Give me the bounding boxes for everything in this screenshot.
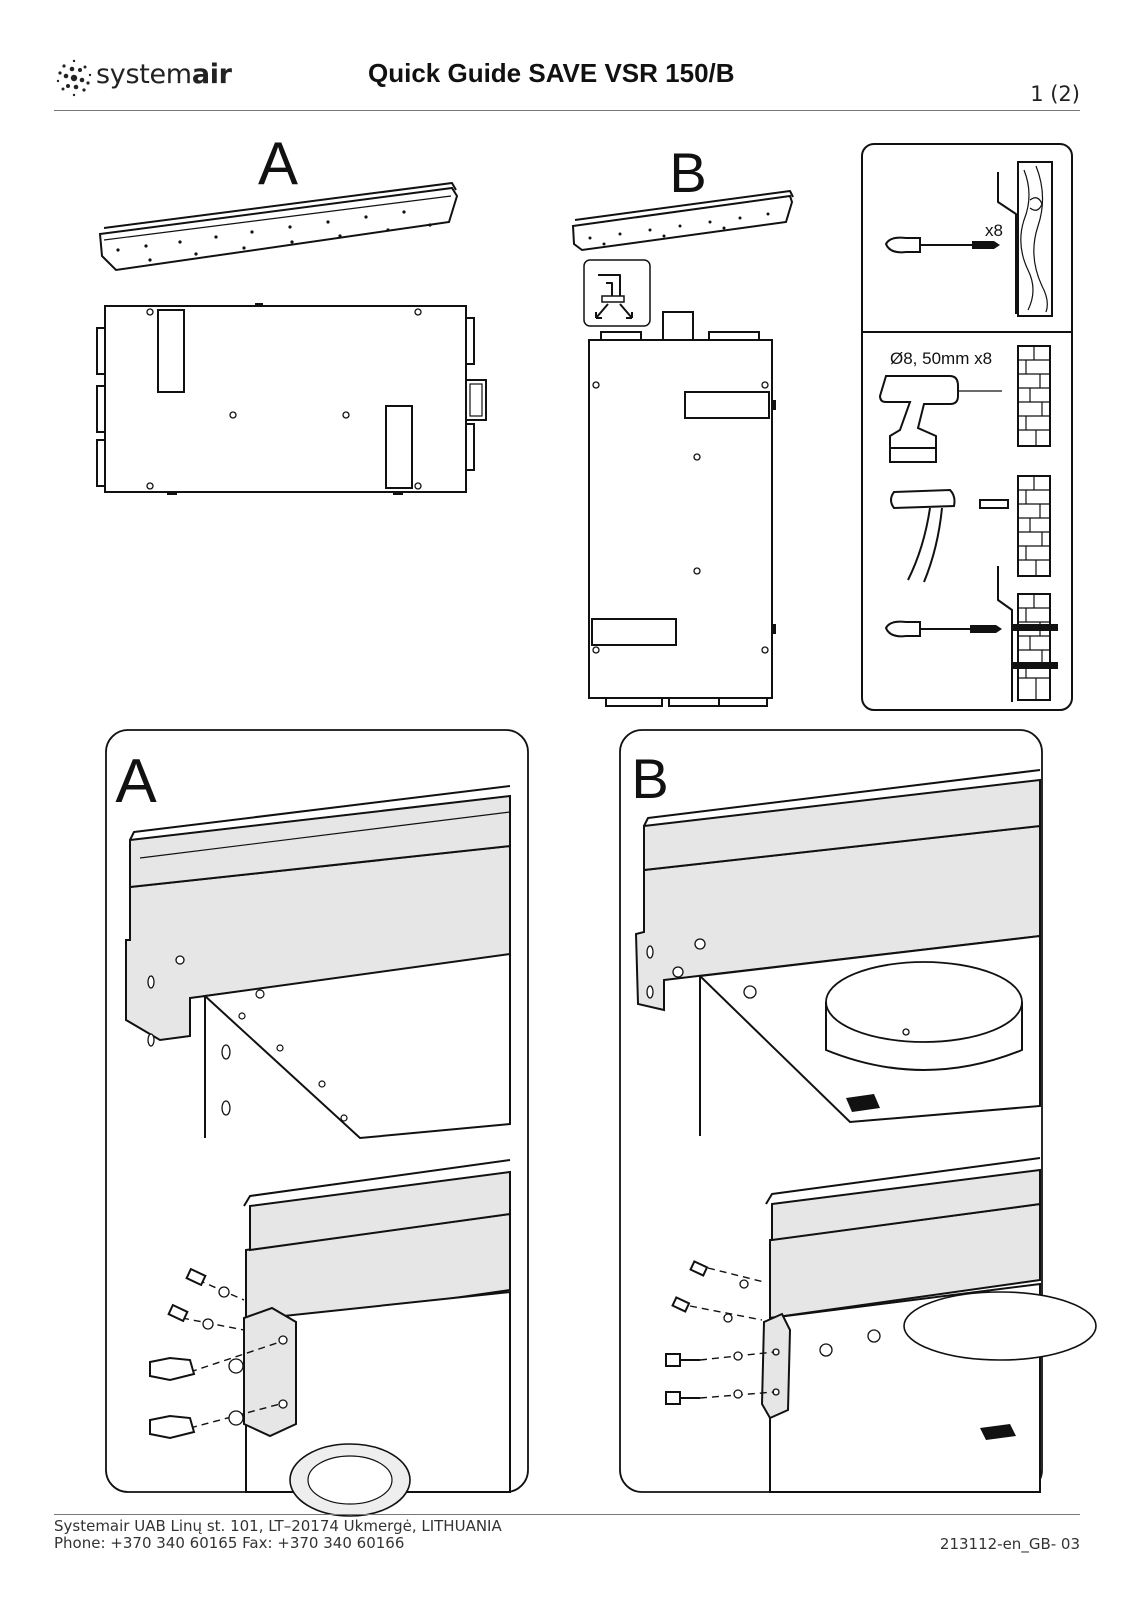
wall-bracket-b: [571, 190, 794, 252]
unit-side-view-b: [588, 311, 776, 707]
footer-address-line: Systemair UAB Linų st. 101, LT–20174 Ukm…: [54, 1517, 502, 1535]
page-number: 1 (2): [1030, 82, 1080, 106]
bolt-icon: [149, 1267, 244, 1440]
unit-front-view-a: [96, 303, 487, 495]
mounting-steps-panel: x8 Ø8, 50mm x8: [861, 143, 1073, 711]
wall-bracket-a: [98, 182, 459, 272]
page-title: Quick Guide SAVE VSR 150/B: [368, 58, 735, 88]
wood-wall-icon: [997, 161, 1053, 317]
brick-wall-icon: [1017, 475, 1051, 577]
label-a-top: A: [258, 130, 298, 197]
brick-wall-icon: [1017, 345, 1051, 447]
label-a-detail: A: [115, 747, 157, 816]
hammer-icon: [890, 488, 1009, 583]
header-divider: [54, 110, 1080, 111]
screw-icon: [665, 1260, 749, 1405]
footer-phone-line: Phone: +370 340 60165 Fax: +370 340 6016…: [54, 1534, 405, 1552]
duct-airflow-icon: [583, 259, 651, 327]
brand-name: systemair: [96, 59, 232, 90]
detail-panel-a: A: [105, 729, 529, 1517]
drill-icon: [878, 375, 1002, 463]
drill-size-label: Ø8, 50mm x8: [890, 349, 992, 368]
detail-panel-b: B: [619, 729, 1097, 1493]
document-code: 213112-en_GB- 03: [939, 1535, 1080, 1553]
brick-wall-icon: [997, 566, 1058, 702]
screws-count-label: x8: [985, 221, 1003, 240]
screwdriver-icon: [884, 620, 1002, 638]
label-b-detail: B: [631, 747, 668, 810]
footer-address: Systemair UAB Linų st. 101, LT–20174 Ukm…: [54, 1518, 502, 1552]
label-b-top: B: [669, 141, 706, 204]
screwdriver-icon: [884, 236, 1000, 254]
footer-divider: [54, 1514, 1080, 1515]
systemair-logo-icon: [56, 59, 92, 97]
